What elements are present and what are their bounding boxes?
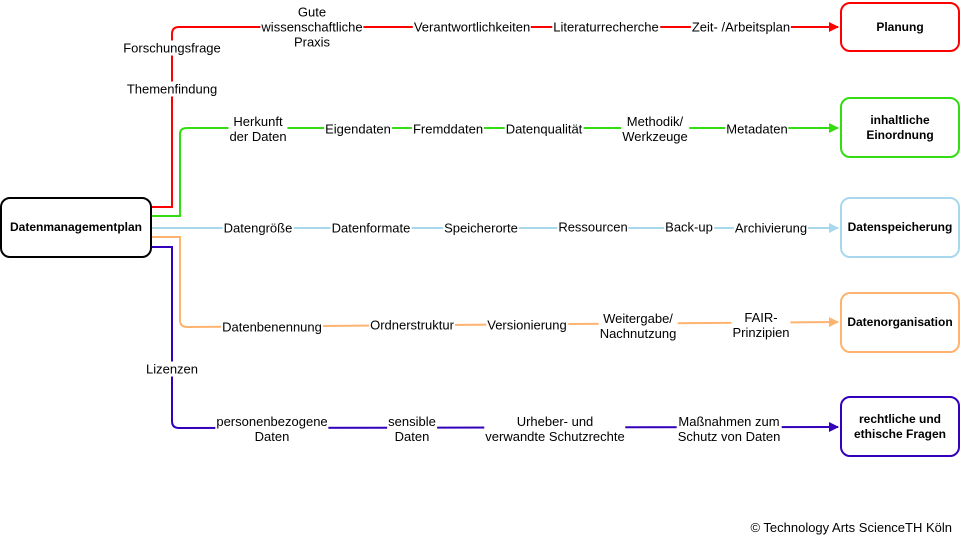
organisation-line [152,236,839,329]
target-datenorganisation[interactable]: Datenorganisation [840,292,960,353]
step-label: Datenqualität [504,121,584,137]
step-label: Datenbenennung [221,319,323,335]
step-label: Eigendaten [324,121,392,137]
step-label: Herkunft der Daten [228,114,288,144]
target-datenspeicherung[interactable]: Datenspeicherung [840,197,960,258]
step-label: Urheber- und verwandte Schutzrechte [484,414,626,444]
target-planung[interactable]: Planung [840,2,960,52]
target-label: rechtliche und ethische Fragen [853,411,947,441]
step-label: Ressourcen [557,219,629,235]
target-label: inhaltliche Einordnung [866,112,934,142]
side-label: Lizenzen [144,361,200,377]
copyright-footer: © Technology Arts ScienceTH Köln [750,520,952,535]
step-label: Back-up [664,219,714,235]
step-label: Zeit- /Arbeitsplan [690,19,792,35]
side-label: Themenfindung [125,81,219,97]
root-node[interactable]: Datenmanagementplan [0,197,152,258]
step-label: Metadaten [725,121,789,137]
recht-line [152,246,839,433]
planung-line [152,22,839,208]
step-label: Archivierung [733,220,809,236]
step-label: Fremddaten [411,121,485,137]
side-label: Forschungsfrage [122,40,222,56]
step-label: Verantwortlichkeiten [412,19,532,35]
inhalt-line [152,123,839,217]
step-label: Maßnahmen zum Schutz von Daten [676,414,782,444]
step-label: sensible Daten [387,414,437,444]
target-inhaltliche-einordnung[interactable]: inhaltliche Einordnung [840,97,960,158]
step-label: FAIR- Prinzipien [731,310,791,340]
target-rechtliche-fragen[interactable]: rechtliche und ethische Fragen [840,396,960,457]
step-label: Speicherorte [443,220,519,236]
step-label: Datenformate [330,220,412,236]
step-label: personenbezogene Daten [215,414,329,444]
step-label: Methodik/ Werkzeuge [621,114,689,144]
step-label: Datengröße [222,220,294,236]
step-label: Versionierung [486,317,568,333]
step-label: Gute wissenschaftliche Praxis [260,4,364,50]
step-label: Literaturrecherche [552,19,660,35]
step-label: Ordnerstruktur [369,317,455,333]
step-label: Weitergabe/ Nachnutzung [598,311,678,341]
